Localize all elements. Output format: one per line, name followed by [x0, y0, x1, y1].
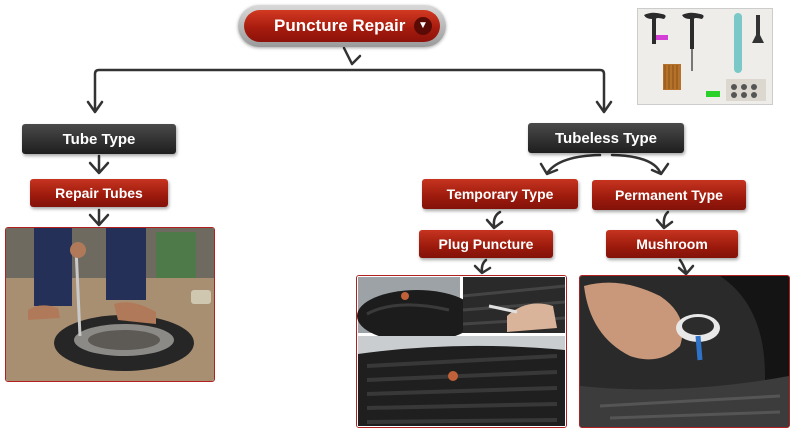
tube-arrow — [88, 154, 110, 175]
plug-tire-illustration — [357, 276, 566, 427]
tubeless-left-branch — [539, 153, 602, 176]
tubeless-type-label: Tubeless Type — [555, 129, 657, 147]
root-node: Puncture Repair ▼ — [238, 5, 446, 47]
tire-repair-illustration — [6, 228, 214, 381]
right-bracket-arrowhead — [595, 100, 613, 114]
repair-tubes-photo — [5, 227, 215, 382]
temporary-type-label: Temporary Type — [446, 186, 554, 202]
repair-tubes-node: Repair Tubes — [30, 179, 168, 207]
tube-type-node: Tube Type — [22, 124, 176, 154]
tool-kit-illustration — [638, 9, 772, 104]
temporary-arrow — [485, 210, 504, 230]
temporary-type-node: Temporary Type — [422, 179, 578, 209]
arrow-down-icon[interactable]: ▼ — [414, 17, 432, 35]
tool-kit-photo — [637, 8, 773, 105]
repair-tubes-label: Repair Tubes — [55, 185, 143, 201]
mushroom-photo-arrow — [677, 258, 695, 276]
repair-photo-arrow — [88, 208, 110, 227]
plug-puncture-node: Plug Puncture — [419, 230, 553, 258]
plug-photo-arrow — [473, 258, 492, 275]
permanent-type-label: Permanent Type — [615, 187, 723, 203]
tubeless-type-node: Tubeless Type — [528, 123, 684, 153]
mushroom-node: Mushroom — [606, 230, 738, 258]
root-connector — [342, 46, 362, 66]
tube-type-label: Tube Type — [62, 130, 136, 148]
plug-puncture-label: Plug Puncture — [438, 236, 534, 252]
permanent-arrow — [655, 210, 674, 230]
permanent-type-node: Permanent Type — [592, 180, 746, 210]
left-bracket-arrowhead — [86, 100, 104, 114]
main-bracket — [93, 68, 606, 112]
mushroom-label: Mushroom — [636, 236, 708, 252]
root-node-body: Puncture Repair ▼ — [244, 10, 440, 42]
plug-puncture-photo — [356, 275, 567, 428]
root-label: Puncture Repair — [274, 16, 406, 35]
mushroom-photo — [579, 275, 790, 428]
mushroom-plug-illustration — [580, 276, 789, 427]
tubeless-right-branch — [610, 153, 670, 176]
